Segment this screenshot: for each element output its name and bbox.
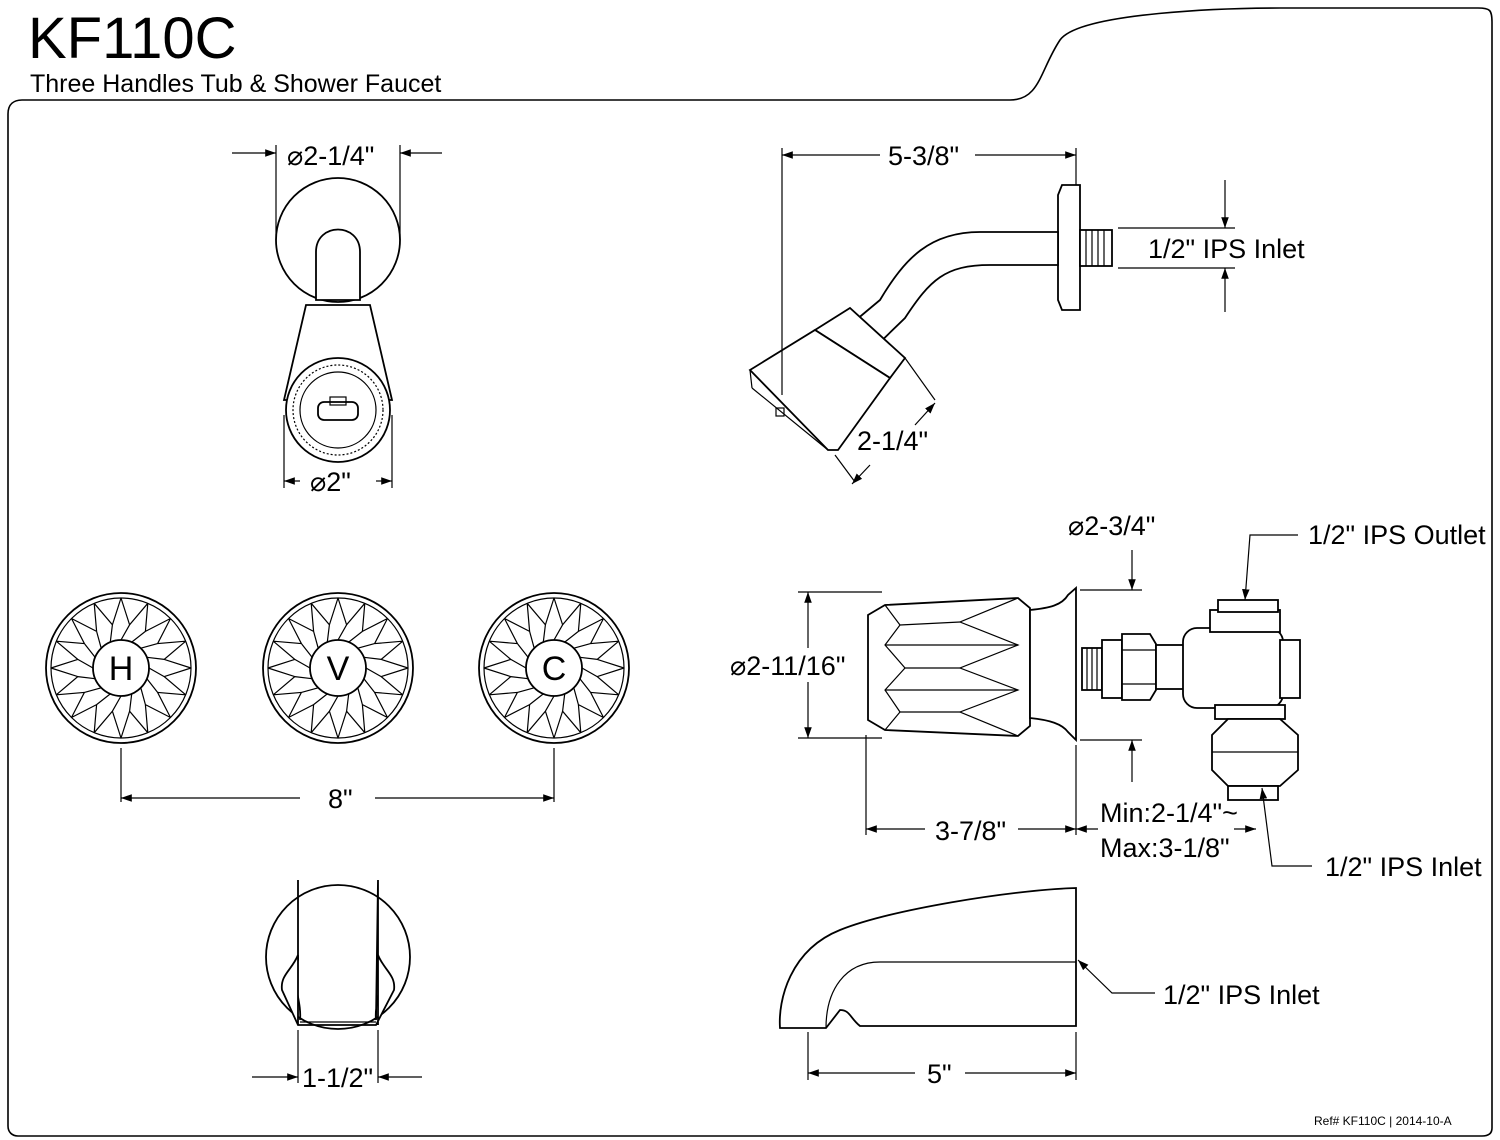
- dim-valve-inlet: 1/2" IPS Inlet: [1325, 852, 1482, 882]
- dim-valve-outlet: 1/2" IPS Outlet: [1308, 520, 1486, 550]
- dim-arm-flange-diameter: ⌀2-1/4": [287, 141, 374, 171]
- dim-handle-length: 3-7/8": [935, 816, 1006, 846]
- handle-diverter-letter: V: [327, 650, 350, 688]
- dim-arm-length: 5-3/8": [888, 141, 959, 171]
- dim-spout-inlet: 1/2" IPS Inlet: [1163, 980, 1320, 1010]
- model-title: KF110C: [28, 6, 236, 71]
- valve-side-view: [867, 586, 1301, 801]
- dim-arm-inlet: 1/2" IPS Inlet: [1148, 234, 1305, 264]
- dim-spout-width: 1-1/2": [302, 1063, 373, 1093]
- shower-arm-side-view: [748, 184, 1113, 451]
- dim-handle-diameter: ⌀2-11/16": [730, 651, 845, 681]
- dim-spout-length: 5": [927, 1059, 952, 1089]
- handle-diverter: V: [262, 592, 414, 744]
- dim-wall-range-min: Min:2-1/4"~: [1100, 798, 1238, 828]
- reference-note: Ref# KF110C | 2014-10-A: [1314, 1114, 1452, 1128]
- dim-showerhead-diameter: ⌀2": [310, 467, 351, 497]
- dim-escutcheon-diameter: ⌀2-3/4": [1068, 511, 1155, 541]
- showerhead-front-view: [275, 177, 401, 463]
- handle-cold-letter: C: [542, 650, 567, 688]
- dim-handle-spacing: 8": [328, 784, 353, 814]
- tub-spout-side-view: [778, 887, 1077, 1029]
- handle-hot: H: [45, 592, 197, 744]
- handle-hot-letter: H: [109, 650, 134, 688]
- tub-spout-front-view: [265, 879, 411, 1030]
- drawing-frame: [7, 7, 1493, 1137]
- dim-head-depth: 2-1/4": [857, 426, 928, 456]
- dim-wall-range-max: Max:3-1/8": [1100, 833, 1230, 863]
- product-subtitle: Three Handles Tub & Shower Faucet: [30, 70, 441, 98]
- handle-cold: C: [478, 592, 630, 744]
